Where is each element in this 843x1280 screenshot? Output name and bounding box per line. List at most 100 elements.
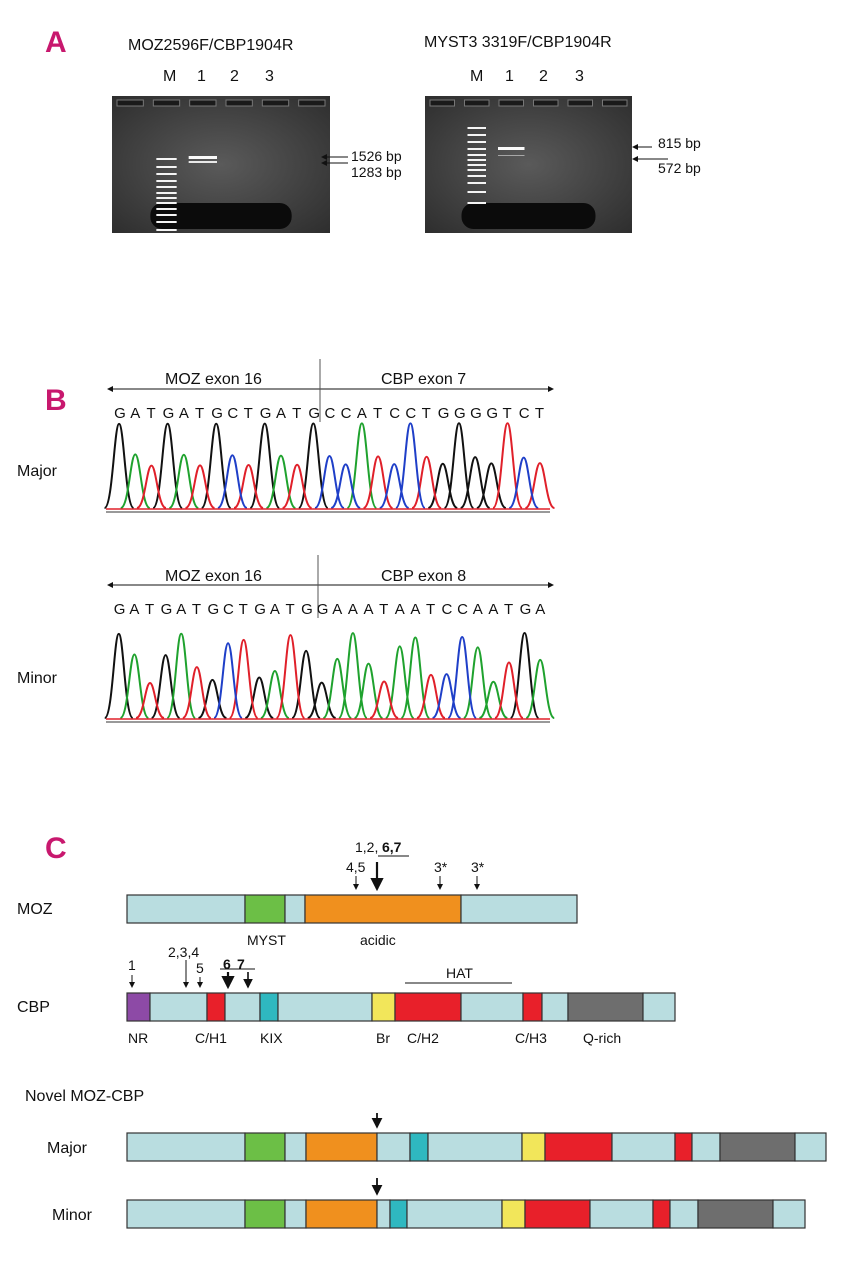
gel2-lane-1: 1 [505, 68, 514, 85]
domain-ch [674, 1132, 693, 1162]
domain-myst [244, 894, 286, 924]
moz-bp-45: 4,5 [346, 859, 366, 875]
sequence-base: C [405, 405, 416, 422]
domain-base [284, 1199, 307, 1229]
gel1-lane-m: M [163, 68, 176, 85]
minor-left-exon: MOZ exon 16 [165, 568, 262, 585]
sequence-base: A [270, 601, 280, 618]
gel-well [116, 99, 144, 107]
trace-A [120, 422, 378, 509]
ladder-band [467, 141, 486, 143]
ladder-band [467, 169, 486, 171]
sequence-base: A [535, 601, 545, 618]
gel-well [567, 99, 593, 107]
sequence-base: A [332, 601, 342, 618]
sequence-base: A [176, 601, 186, 618]
sequence-base: C [519, 405, 530, 422]
cbp-bp-234: 2,3,4 [168, 944, 199, 960]
domain-label-ch2: C/H2 [407, 1030, 439, 1046]
domain-ch [206, 992, 226, 1022]
sequence-base: A [364, 601, 374, 618]
domain-base [224, 992, 261, 1022]
ladder-band [467, 164, 486, 166]
ladder-band [467, 175, 486, 177]
domain-base [427, 1132, 523, 1162]
band-label-572: 572 bp [658, 160, 701, 176]
ladder-band [467, 154, 486, 156]
gel2-lane-2: 2 [539, 68, 548, 85]
gel-well [225, 99, 253, 107]
sequence-base: T [195, 405, 204, 422]
domain-base [691, 1132, 721, 1162]
domain-base [284, 894, 306, 924]
sequence-base: C [325, 405, 336, 422]
minor-trace-label: Minor [17, 670, 58, 687]
gel2-title: MYST3 3319F/CBP1904R [424, 34, 612, 51]
gel-well [533, 99, 559, 107]
fusion-major-bar [126, 1113, 827, 1162]
domain-label-acidic: acidic [360, 932, 396, 948]
domain-kix [259, 992, 279, 1022]
ladder-band [467, 148, 486, 150]
domain-base [376, 1199, 391, 1229]
trace-G [103, 632, 540, 719]
trace-C [213, 635, 478, 719]
trace-C [217, 422, 540, 509]
ladder-band [156, 173, 177, 175]
gel-well [602, 99, 628, 107]
domain-label-ch1: C/H1 [195, 1030, 227, 1046]
domain-br [521, 1132, 546, 1162]
sequence-base: T [244, 405, 253, 422]
sequence-base: T [145, 601, 154, 618]
domain-base [460, 992, 524, 1022]
sequence-base: G [207, 601, 219, 618]
band-label-815: 815 bp [658, 135, 701, 151]
domain-base [277, 992, 373, 1022]
gel-well [429, 99, 455, 107]
domain-base [642, 992, 676, 1022]
moz-protein-bar [126, 894, 578, 924]
sequence-base: G [161, 601, 173, 618]
sample-band [188, 156, 217, 159]
sequence-base: A [130, 405, 140, 422]
sequence-base: G [438, 405, 450, 422]
domain-base [541, 992, 569, 1022]
sequence-base: C [227, 405, 238, 422]
ladder-band [467, 182, 486, 184]
domain-label-nr: NR [128, 1030, 148, 1046]
sequence-base: A [395, 601, 405, 618]
gel-image-2 [425, 96, 632, 233]
ladder-band [156, 221, 177, 223]
sequence-base: T [292, 405, 301, 422]
domain-myst [244, 1199, 286, 1229]
sequence-base: C [341, 405, 352, 422]
fusion-title: Novel MOZ-CBP [25, 1088, 144, 1105]
ladder-band [156, 208, 177, 210]
gel-well [298, 99, 326, 107]
fusion-minor-bar [126, 1178, 806, 1229]
trace-A [119, 632, 556, 719]
domain-label-kix: KIX [260, 1030, 283, 1046]
domain-qrich [567, 992, 644, 1022]
sequence-base: T [426, 601, 435, 618]
domain-myst [244, 1132, 286, 1162]
major-trace-label: Major [17, 463, 58, 480]
sequence-base: G [308, 405, 320, 422]
domain-kix [389, 1199, 408, 1229]
sequence-base: G [486, 405, 498, 422]
sequence-base: A [357, 405, 367, 422]
panel-c-label: C [45, 832, 67, 865]
sequence-base: A [348, 601, 358, 618]
sequence-base: G [114, 405, 126, 422]
gel-image-1 [112, 96, 330, 233]
sequence-base: A [129, 601, 139, 618]
trace-T [135, 634, 525, 719]
domain-base [460, 894, 578, 924]
sequence-base: G [454, 405, 466, 422]
sample-band [188, 161, 217, 163]
ladder-band [156, 166, 177, 168]
sequence-base: C [389, 405, 400, 422]
ladder-band [156, 229, 177, 231]
